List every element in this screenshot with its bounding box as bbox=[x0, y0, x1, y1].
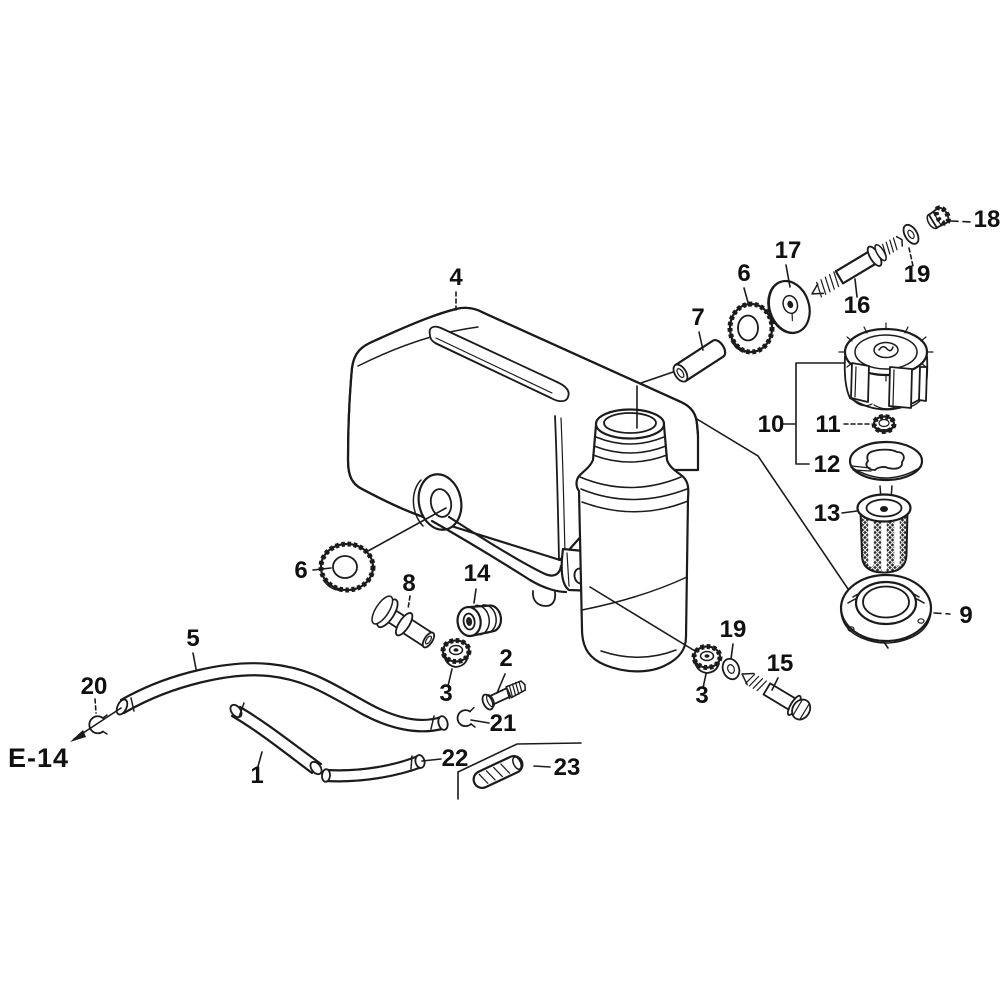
grommet-ring bbox=[456, 604, 503, 638]
clip-20 bbox=[88, 714, 108, 735]
fuel-tank-bottle bbox=[575, 408, 690, 673]
part-label-19-20: 19 bbox=[904, 261, 931, 288]
part-label-20-22: 20 bbox=[81, 673, 108, 700]
part-label-21-23: 21 bbox=[490, 710, 517, 737]
part-label-23-25: 23 bbox=[554, 754, 581, 781]
tube-23 bbox=[472, 755, 524, 789]
bolt-16-assembly bbox=[811, 205, 951, 298]
cap-valve-nut-11 bbox=[871, 414, 897, 434]
clip-21 bbox=[456, 706, 476, 728]
knurled-nut-right bbox=[691, 644, 723, 674]
part-label-13-14: 13 bbox=[814, 500, 841, 527]
part-label-22-24: 22 bbox=[442, 745, 469, 772]
leader-lines bbox=[94, 220, 972, 771]
part-label-12-13: 12 bbox=[814, 451, 841, 478]
part-label-6-7: 6 bbox=[294, 557, 307, 584]
part-label-8-9: 8 bbox=[402, 570, 415, 597]
part-label-14-15: 14 bbox=[464, 560, 491, 587]
leader-mount-axis bbox=[589, 586, 696, 652]
fuel-filter-13 bbox=[856, 493, 912, 574]
part-label-9-10: 9 bbox=[959, 602, 972, 629]
mount-ring-9 bbox=[839, 573, 933, 644]
washer-17 bbox=[767, 279, 811, 335]
fuel-hose-short-22 bbox=[321, 754, 426, 783]
spacer-7 bbox=[672, 339, 727, 383]
part-label-6-6: 6 bbox=[737, 260, 750, 287]
nut-18 bbox=[926, 205, 951, 230]
leader-wheel-grommet bbox=[367, 507, 447, 552]
fuel-joint bbox=[371, 595, 436, 649]
bracket-10 bbox=[780, 362, 845, 465]
part-label-16-17: 16 bbox=[844, 292, 871, 319]
part-label-19-21: 19 bbox=[720, 616, 747, 643]
reference-arrow bbox=[70, 707, 122, 742]
handle-slot bbox=[428, 325, 570, 403]
part-label-3-3: 3 bbox=[695, 682, 708, 709]
fuel-hose-long bbox=[115, 662, 449, 733]
part-label-2-1: 2 bbox=[499, 645, 512, 672]
part-label-3-2: 3 bbox=[439, 680, 452, 707]
cover-foot bbox=[532, 590, 557, 607]
ratchet-wheel-top bbox=[727, 301, 775, 355]
washer-19-bottom bbox=[721, 657, 741, 681]
cap-gasket-12 bbox=[848, 440, 924, 505]
part-label-17-18: 17 bbox=[775, 237, 802, 264]
reference-label: E-14 bbox=[8, 743, 69, 773]
box-23 bbox=[457, 742, 582, 800]
fuel-hose-short-1 bbox=[229, 702, 323, 776]
part-label-15-16: 15 bbox=[767, 650, 794, 677]
part-label-10-11: 10 bbox=[758, 411, 785, 438]
part-label-11-12: 11 bbox=[815, 411, 840, 438]
part-label-7-8: 7 bbox=[691, 304, 704, 331]
ratchet-wheel-left bbox=[318, 541, 376, 593]
part-label-18-19: 18 bbox=[974, 206, 1000, 233]
part-label-1-0: 1 bbox=[250, 762, 263, 789]
knurled-nut-left bbox=[440, 638, 472, 668]
screw bbox=[481, 680, 526, 711]
fuel-cap bbox=[838, 322, 934, 411]
part-label-4-4: 4 bbox=[449, 264, 463, 291]
washer-19-top bbox=[902, 223, 920, 245]
part-label-5-5: 5 bbox=[186, 625, 199, 652]
